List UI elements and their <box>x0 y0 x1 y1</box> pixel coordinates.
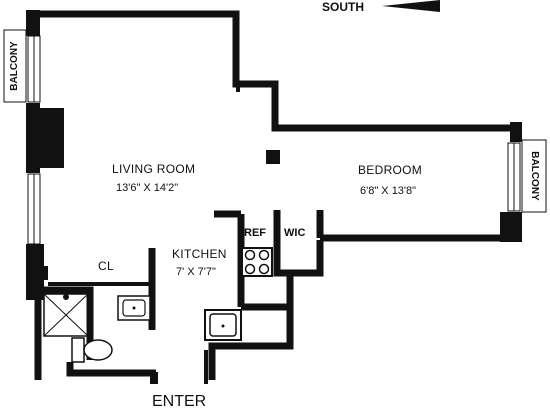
partition-stubs <box>48 84 278 384</box>
balcony-right <box>521 139 547 213</box>
closet-label: CL <box>98 259 114 273</box>
compass-label: SOUTH <box>322 0 364 14</box>
living-room-name: LIVING ROOM <box>112 162 196 176</box>
balcony-left-label: BALCONY <box>9 41 20 91</box>
walls <box>30 10 520 380</box>
entry-label: ENTER <box>152 393 207 410</box>
window-panes <box>33 36 515 244</box>
bedroom-name: BEDROOM <box>358 163 423 177</box>
ref-label: REF <box>244 227 266 239</box>
wall-columns <box>26 10 522 384</box>
wic-label: WIC <box>284 227 306 239</box>
shower-icon <box>43 293 89 337</box>
balcony-left <box>3 29 27 103</box>
bedroom-dims: 6'8" X 13'8" <box>360 185 417 197</box>
toilet-icon <box>71 337 113 363</box>
stove-icon <box>241 247 273 277</box>
south-arrow-icon <box>382 0 440 12</box>
kitchen-sink-icon <box>204 309 242 341</box>
kitchen-name: KITCHEN <box>172 247 227 261</box>
kitchen-dims: 7' X 7'7" <box>176 266 216 278</box>
bathroom-sink-icon <box>117 295 151 321</box>
balcony-right-label: BALCONY <box>529 151 540 201</box>
living-room-dims: 13'6" X 14'2" <box>116 182 179 194</box>
